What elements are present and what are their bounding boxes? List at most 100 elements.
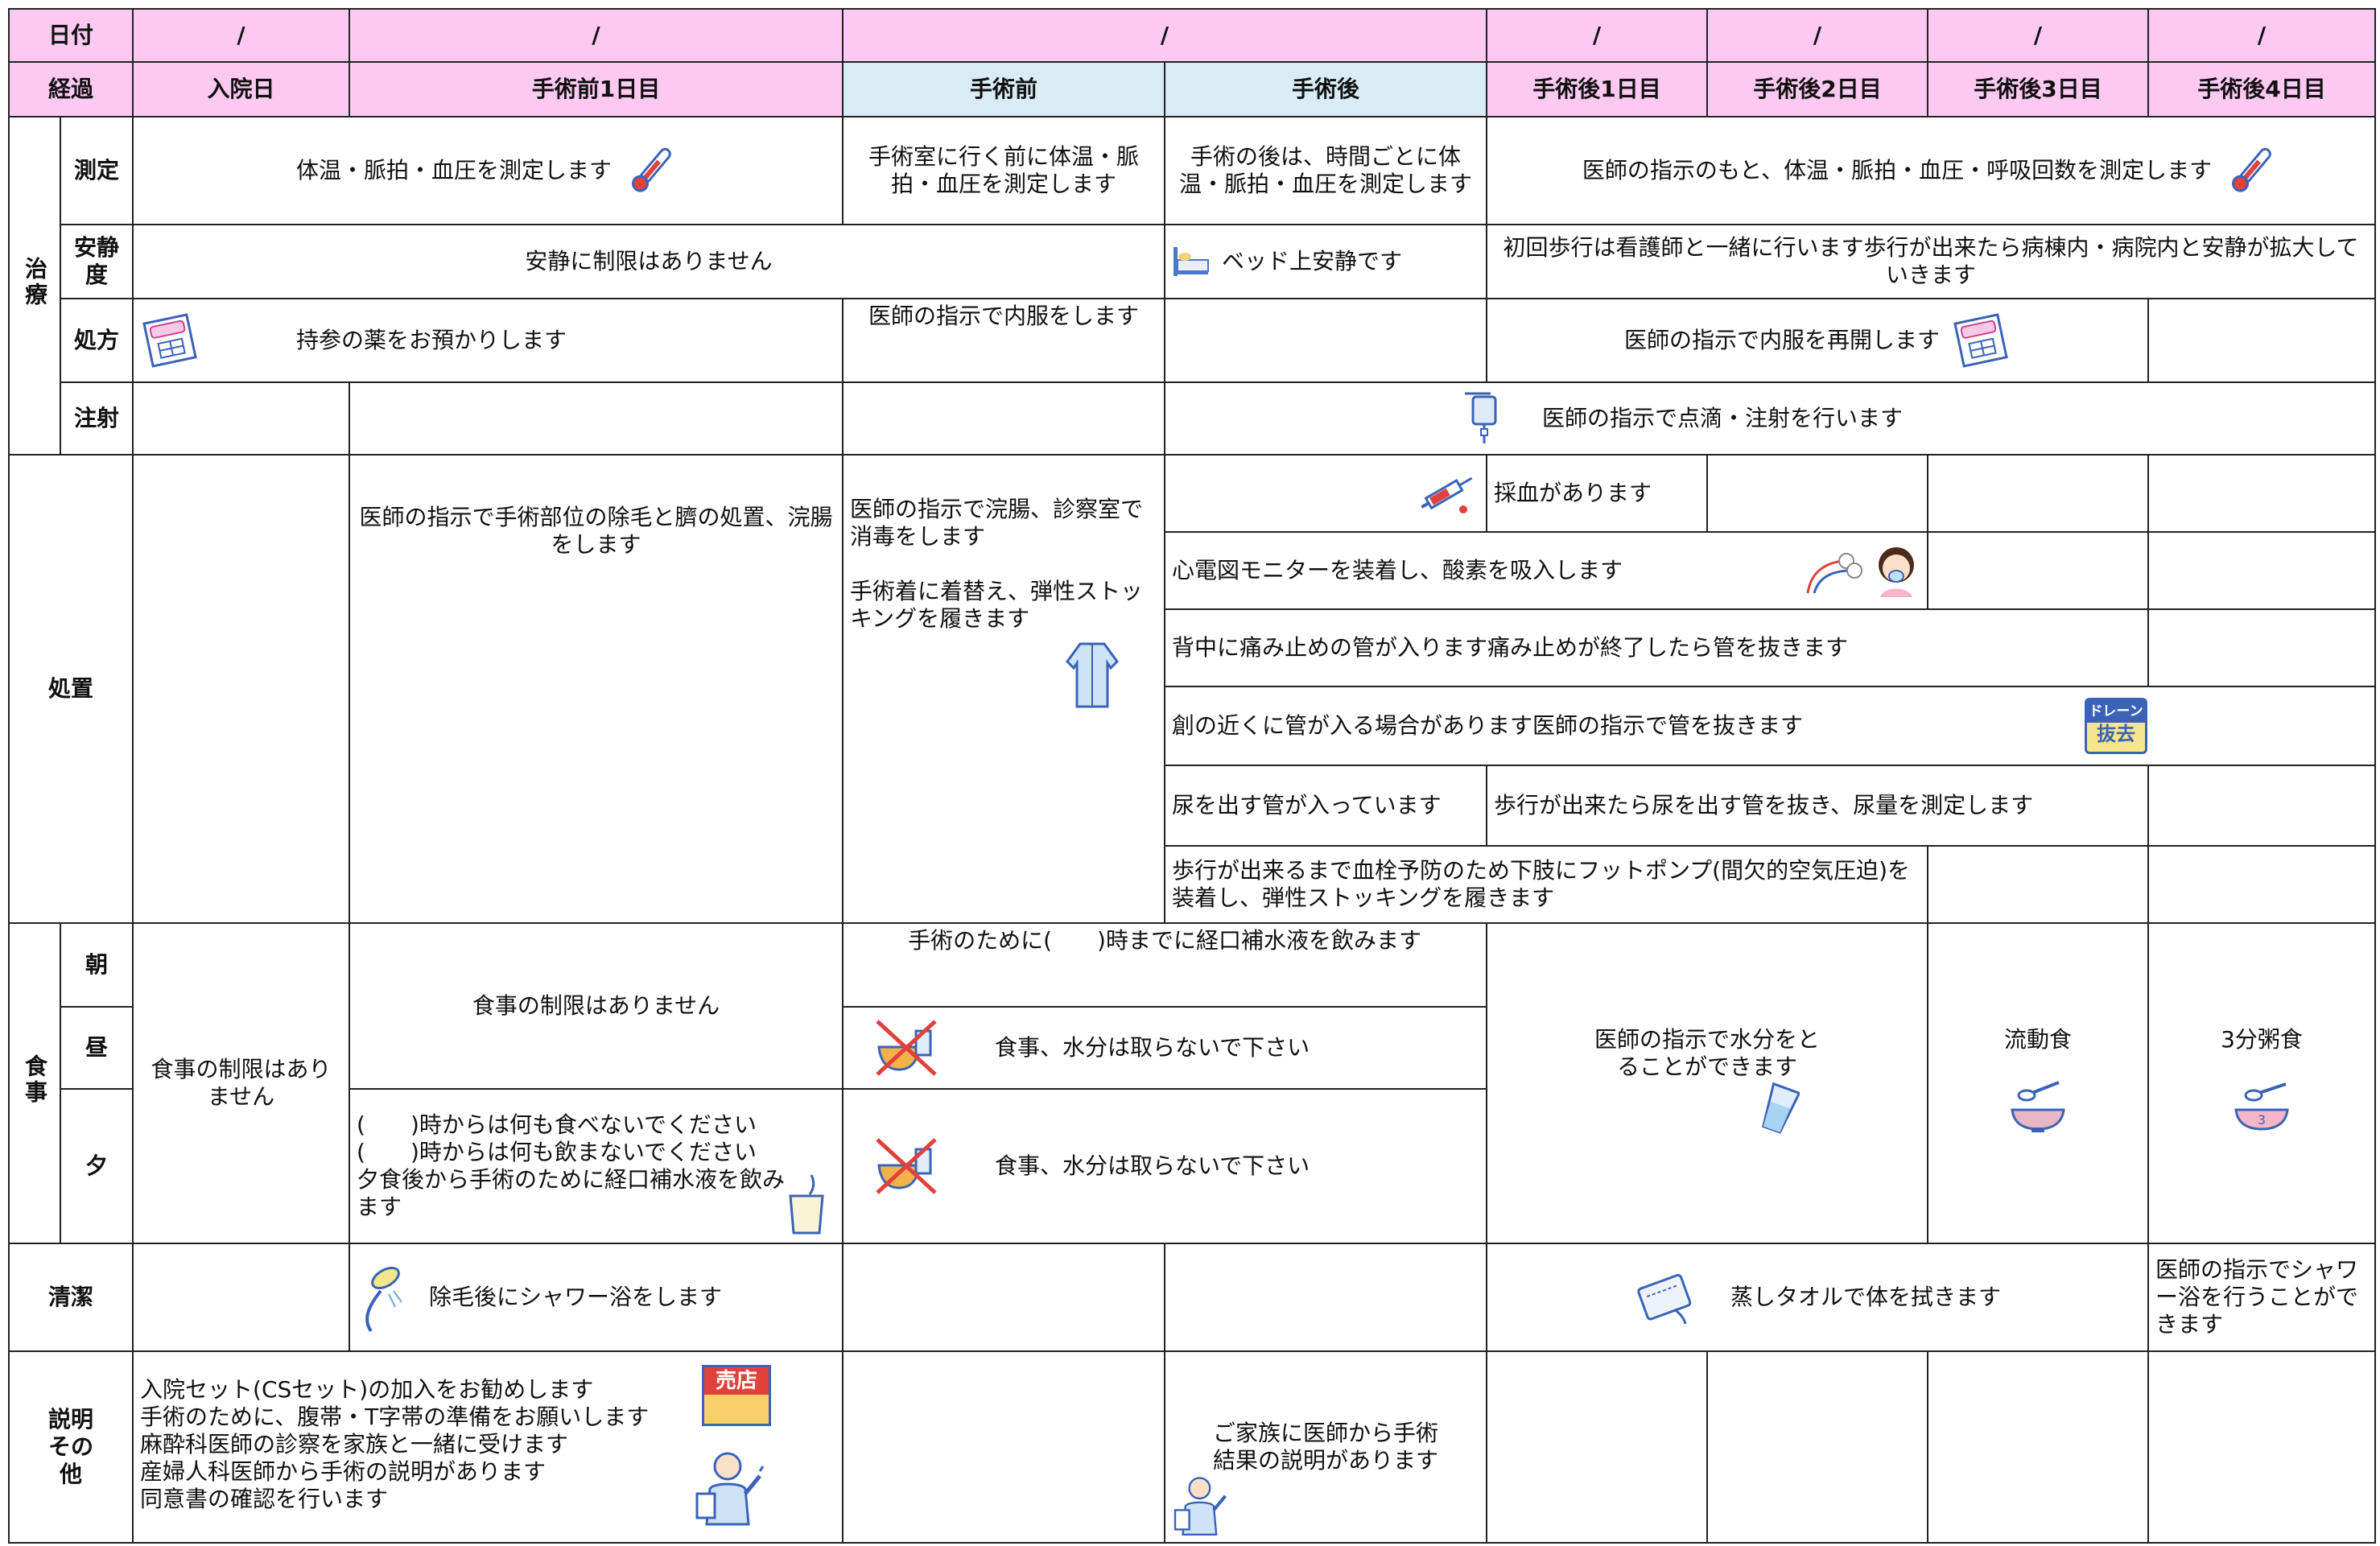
empty-cell — [132, 454, 351, 924]
store-icon: 売店 — [702, 1365, 772, 1426]
iv-drip-icon — [1462, 390, 1510, 447]
column-header: 入院日 — [132, 61, 351, 117]
procedure-blood: 採血があります — [1486, 454, 1709, 533]
measure-admission: 体温・脈拍・血圧を測定します — [132, 116, 844, 225]
date-mark: / — [842, 8, 1488, 63]
column-header: 手術前 — [842, 61, 1166, 117]
rest-row: 安静度 安静に制限はありません ベッド上安静です 初回歩行は看護師と一緒に行いま… — [9, 224, 2377, 299]
gown-icon — [1064, 641, 1120, 710]
column-header: 手術前1日目 — [349, 61, 844, 117]
rest-post-op: ベッド上安静です — [1164, 224, 1488, 299]
dinner-label: 夕 — [59, 1088, 134, 1244]
procedure-row-foot-pump: 歩行が出来るまで血栓予防のため下肢にフットポンプ(間欠的空気圧迫)を装着し、弾性… — [9, 845, 2377, 924]
empty-cell — [2147, 454, 2377, 533]
date-row: 日付 / / / / / / / — [7, 8, 2377, 63]
hygiene-pre-day1: 除毛後にシャワー浴をします — [349, 1243, 844, 1352]
injection-row: 注射 医師の指示で点滴・注射を行います — [9, 381, 2377, 456]
date-mark: / — [1927, 8, 2150, 63]
empty-cell — [2147, 845, 2377, 924]
explanation-row: 説明その他 入院セット(CSセット)の加入をお勧めします 手術のために、腹帯・T… — [7, 1350, 2377, 1544]
oxygen-mask-patient-icon — [1872, 542, 1920, 599]
date-mark: / — [132, 8, 351, 63]
empty-cell — [2147, 608, 2377, 687]
thermometer-icon — [2223, 142, 2279, 199]
liquid-diet-bowl-icon — [2006, 1078, 2070, 1134]
empty-cell — [1164, 1243, 1488, 1352]
thermometer-icon — [623, 142, 679, 199]
procedures-label: 処置 — [7, 454, 134, 924]
date-mark: / — [349, 8, 844, 63]
procedure-row-epidural: 背中に痛み止めの管が入ります痛み止めが終了したら管を抜きます — [9, 608, 2377, 687]
procedure-urine-remove: 歩行が出来たら尿を出す管を抜き、尿量を測定します — [1486, 765, 2150, 847]
procedure-row-urine: 尿を出す管が入っています 歩行が出来たら尿を出す管を抜き、尿量を測定します — [9, 765, 2377, 847]
empty-cell — [1164, 298, 1488, 383]
procedure-epidural: 背中に痛み止めの管が入ります痛み止めが終了したら管を抜きます — [1164, 608, 2150, 687]
explanation-label: 説明その他 — [7, 1350, 134, 1544]
prescription-row: 処方 持参の薬をお預かりします 医師の指示で内服をします 医師の指示で内服を再開… — [9, 298, 2377, 383]
blood-cell — [1164, 454, 1488, 533]
doctor-explaining-icon — [689, 1447, 769, 1527]
procedure-row-blood: 処置 医師の指示で手術部位の除毛と臍の処置、浣腸をします 医師の指示で浣腸、診察… — [7, 454, 2377, 924]
measure-row: 治療 測定 体温・脈拍・血圧を測定します 手術室に行く前に体温・脈拍・血圧を測定… — [8, 116, 2377, 456]
clinical-pathway: 日付 / / / / / / / 経過 入院日 手術前1日目 手術前 手術後 手… — [7, 8, 2377, 1544]
treatment-label: 治療 — [8, 116, 61, 456]
svg-text:3: 3 — [2258, 1112, 2266, 1128]
date-mark: / — [1486, 8, 1709, 63]
meal-row-breakfast: 食事 朝 食事の制限はありません 食事の制限はありません 手術のために( )時ま… — [8, 922, 2377, 1244]
empty-cell — [2147, 765, 2377, 847]
rest-label: 安静度 — [59, 224, 134, 299]
hygiene-post-days: 蒸しタオルで体を拭きます — [1486, 1243, 2150, 1352]
column-header: 手術後3日目 — [1927, 61, 2150, 117]
date-mark: / — [1706, 8, 1929, 63]
syringe-icon — [1415, 471, 1479, 516]
shower-icon — [357, 1259, 405, 1336]
measure-post-days: 医師の指示のもと、体温・脈拍・血圧・呼吸回数を測定します — [1486, 116, 2377, 225]
doctor-explaining-icon — [1169, 1473, 1233, 1537]
prescription-pre-op: 医師の指示で内服をします — [842, 298, 1166, 383]
ecg-electrode-icon — [1803, 546, 1867, 595]
column-header: 手術後1日目 — [1486, 61, 1709, 117]
meal-post-day3: 流動食 — [1927, 922, 2150, 1244]
hot-towel-icon — [1634, 1269, 1698, 1325]
progress-row: 経過 入院日 手術前1日目 手術前 手術後 手術後1日目 手術後2日目 手術後3… — [7, 61, 2377, 117]
empty-cell — [1927, 845, 2150, 924]
meal-row-lunch: 昼 食事、水分は取らないで下さい — [9, 1006, 2375, 1090]
water-cup-icon — [1759, 1081, 1800, 1134]
meal-row-dinner: 夕 ( )時からは何も食べないでください ( )時からは何も飲まないでください … — [9, 1088, 2375, 1244]
meal-pre-op-dinner: 食事、水分は取らないで下さい — [842, 1088, 1488, 1244]
hygiene-label: 清潔 — [7, 1243, 134, 1352]
empty-cell — [2147, 531, 2377, 610]
empty-cell — [132, 1243, 351, 1352]
hygiene-post-day4: 医師の指示でシャワー浴を行うことができます — [2147, 1243, 2377, 1352]
meal-admission: 食事の制限はありません — [132, 922, 351, 1244]
empty-cell — [1706, 1350, 1929, 1544]
measure-label: 測定 — [59, 116, 134, 225]
empty-cell — [2147, 298, 2377, 383]
procedure-drain: 創の近くに管が入る場合があります医師の指示で管を抜きます ドレーン 抜去 — [1164, 686, 2377, 766]
meal-post-day1-2: 医師の指示で水分をとることができます — [1486, 922, 1929, 1244]
empty-cell — [1927, 1350, 2150, 1544]
procedure-row-ecg: 心電図モニターを装着し、酸素を吸入します — [9, 531, 2377, 610]
rice-porridge-bowl-icon: 3 — [2229, 1078, 2294, 1134]
date-label: 日付 — [7, 8, 134, 63]
breakfast-label: 朝 — [59, 922, 134, 1008]
empty-cell — [132, 381, 351, 456]
empty-cell — [842, 1350, 1166, 1544]
date-mark: / — [2147, 8, 2377, 63]
empty-cell — [2147, 1350, 2377, 1544]
meal-pre-op-lunch: 食事、水分は取らないで下さい — [842, 1006, 1488, 1090]
prescription-admission: 持参の薬をお預かりします — [132, 298, 844, 383]
empty-cell — [1486, 1350, 1709, 1544]
hygiene-row: 清潔 除毛後にシャワー浴をします 蒸しタオルで体を拭きます 医師の指示でシャワー… — [7, 1243, 2377, 1352]
procedure-pre-day1: 医師の指示で手術部位の除毛と臍の処置、浣腸をします — [349, 454, 844, 924]
empty-cell — [1706, 454, 1929, 533]
meal-pre-day1-dinner: ( )時からは何も食べないでください ( )時からは何も飲まないでください 夕食… — [349, 1088, 844, 1244]
procedure-foot-pump: 歩行が出来るまで血栓予防のため下肢にフットポンプ(間欠的空気圧迫)を装着し、弾性… — [1164, 845, 1929, 924]
oral-rehydration-cup-icon — [786, 1172, 827, 1236]
measure-pre-op: 手術室に行く前に体温・脈拍・血圧を測定します — [842, 116, 1166, 225]
column-header: 手術後4日目 — [2147, 61, 2377, 117]
meal-pre-op-breakfast: 手術のために( )時までに経口補水液を飲みます — [842, 922, 1488, 1008]
rest-post-days: 初回歩行は看護師と一緒に行います歩行が出来たら病棟内・病院内と安静が拡大していき… — [1486, 224, 2377, 299]
prescription-label: 処方 — [59, 298, 134, 383]
meal-pre-day1: 食事の制限はありません — [349, 922, 844, 1090]
